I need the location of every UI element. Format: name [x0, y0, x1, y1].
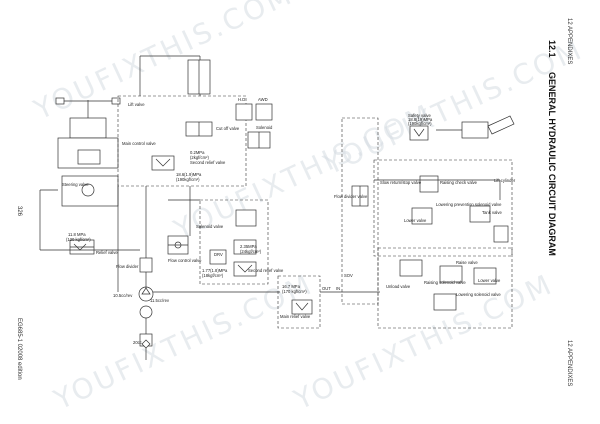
flow-control-valve-label: Flow control valve	[168, 258, 202, 263]
unload-valve-label: Unload valve	[386, 284, 411, 289]
sov-label: SOV	[344, 273, 353, 278]
edition-label: EG685-1 02008 edition	[16, 318, 22, 380]
pressure-7b: (190kgf/cm²)	[408, 121, 432, 126]
raising-check-valve-label: Raising check valve	[440, 180, 478, 185]
lowering-solenoid-label: Lowering solenoid valve	[456, 292, 501, 297]
raising-solenoid-label: Raising solenoid valve	[424, 280, 466, 285]
page-number: 326	[16, 206, 22, 217]
flow-divider-valve-label: Flow divider valve	[334, 194, 368, 199]
pressure-6: 16.7 MPa	[282, 284, 301, 289]
pump-1-label: 10.5cc/rev	[113, 293, 133, 298]
slow-return-valve-label: Slow return/stop valve	[380, 180, 422, 185]
hd-label: H.D	[238, 97, 245, 102]
pressure-1: 0.2MPa	[190, 150, 205, 155]
in-label: IN	[336, 286, 340, 291]
solenoid-valve-block	[199, 199, 269, 285]
pressure-7: 18.8(19)MPa	[408, 117, 433, 122]
section-header-top: 12 APPENDIXES	[566, 18, 572, 64]
cut-off-valve-label: Cut off valve	[216, 126, 240, 131]
pressure-6b: (170 kgf/cm²)	[282, 289, 307, 294]
pump-3-label: 20cc	[133, 340, 142, 345]
solenoid-label: Solenoid	[256, 125, 273, 130]
relief-valve-label: Relief valve	[96, 250, 118, 255]
tank-valve-label: Tank valve	[482, 210, 502, 215]
pump-2-label: 11.5cc/rev	[150, 298, 170, 303]
page-title: GENERAL HYDRAULIC CIRCUIT DIAGRAM	[547, 72, 557, 256]
lift-cylinder-label: Lift cylinder	[494, 178, 516, 183]
pressure-4b: (24kgf/cm²)	[240, 249, 262, 254]
flow-divider	[139, 257, 153, 288]
lift-cylinder-block	[373, 125, 513, 329]
pressure-3b: (120 kgf/cm²)	[66, 237, 91, 242]
lower-valve-2-label: Lower valve	[478, 278, 501, 283]
pressure-1b: (2kgf/cm²)	[190, 155, 209, 160]
pressure-4: 2.35MPa	[240, 244, 257, 249]
second-relief-valve-label: Second relief valve	[190, 160, 226, 165]
title-number: 12.1	[547, 40, 557, 58]
flow-divider-valve	[341, 117, 379, 305]
flow-divider-label: Flow divider	[116, 264, 139, 269]
second-relief-valve-2-label: Second relief valve	[248, 268, 284, 273]
lower-valve-label: Lower valve	[404, 218, 427, 223]
lift-valve-label: Lift valve	[128, 102, 145, 107]
section-header-bottom: 12 APPENDIXES	[566, 340, 572, 386]
pump-group	[138, 286, 154, 360]
pressure-2b: (190kgf/cm²)	[176, 177, 200, 182]
pressure-2: 18.6(1.9)MPa	[176, 172, 202, 177]
pressure-3: 11.8 MPa	[68, 232, 86, 237]
main-relief-valve-label: Main relief valve	[280, 314, 311, 319]
solenoid-block	[235, 103, 273, 149]
flow-control-valve	[167, 235, 189, 255]
raise-valve-label: Raise valve	[456, 260, 478, 265]
solenoid-valve-label: Solenoid valve	[196, 224, 224, 229]
out-label: OUT	[322, 286, 331, 291]
pressure-5b: (18kgf/cm²)	[202, 273, 224, 278]
lowering-prevention-label: Lowering prevention solenoid valve	[436, 202, 502, 207]
pressure-5: 1.77(1.8)MPa	[202, 268, 228, 273]
awd-label: AWD	[258, 97, 268, 102]
main-relief-valve	[277, 275, 321, 329]
drv-label: DRV	[214, 252, 223, 257]
watermark-5: YOUFIXTHIS.COM	[48, 267, 318, 417]
steering-relief	[69, 239, 95, 255]
safety-valve-label: Safety valve	[408, 113, 431, 118]
lift-cylinder	[436, 115, 515, 139]
steering-valve-label: Steering valve	[62, 182, 89, 187]
main-control-valve-label: Main control valve	[122, 141, 156, 146]
